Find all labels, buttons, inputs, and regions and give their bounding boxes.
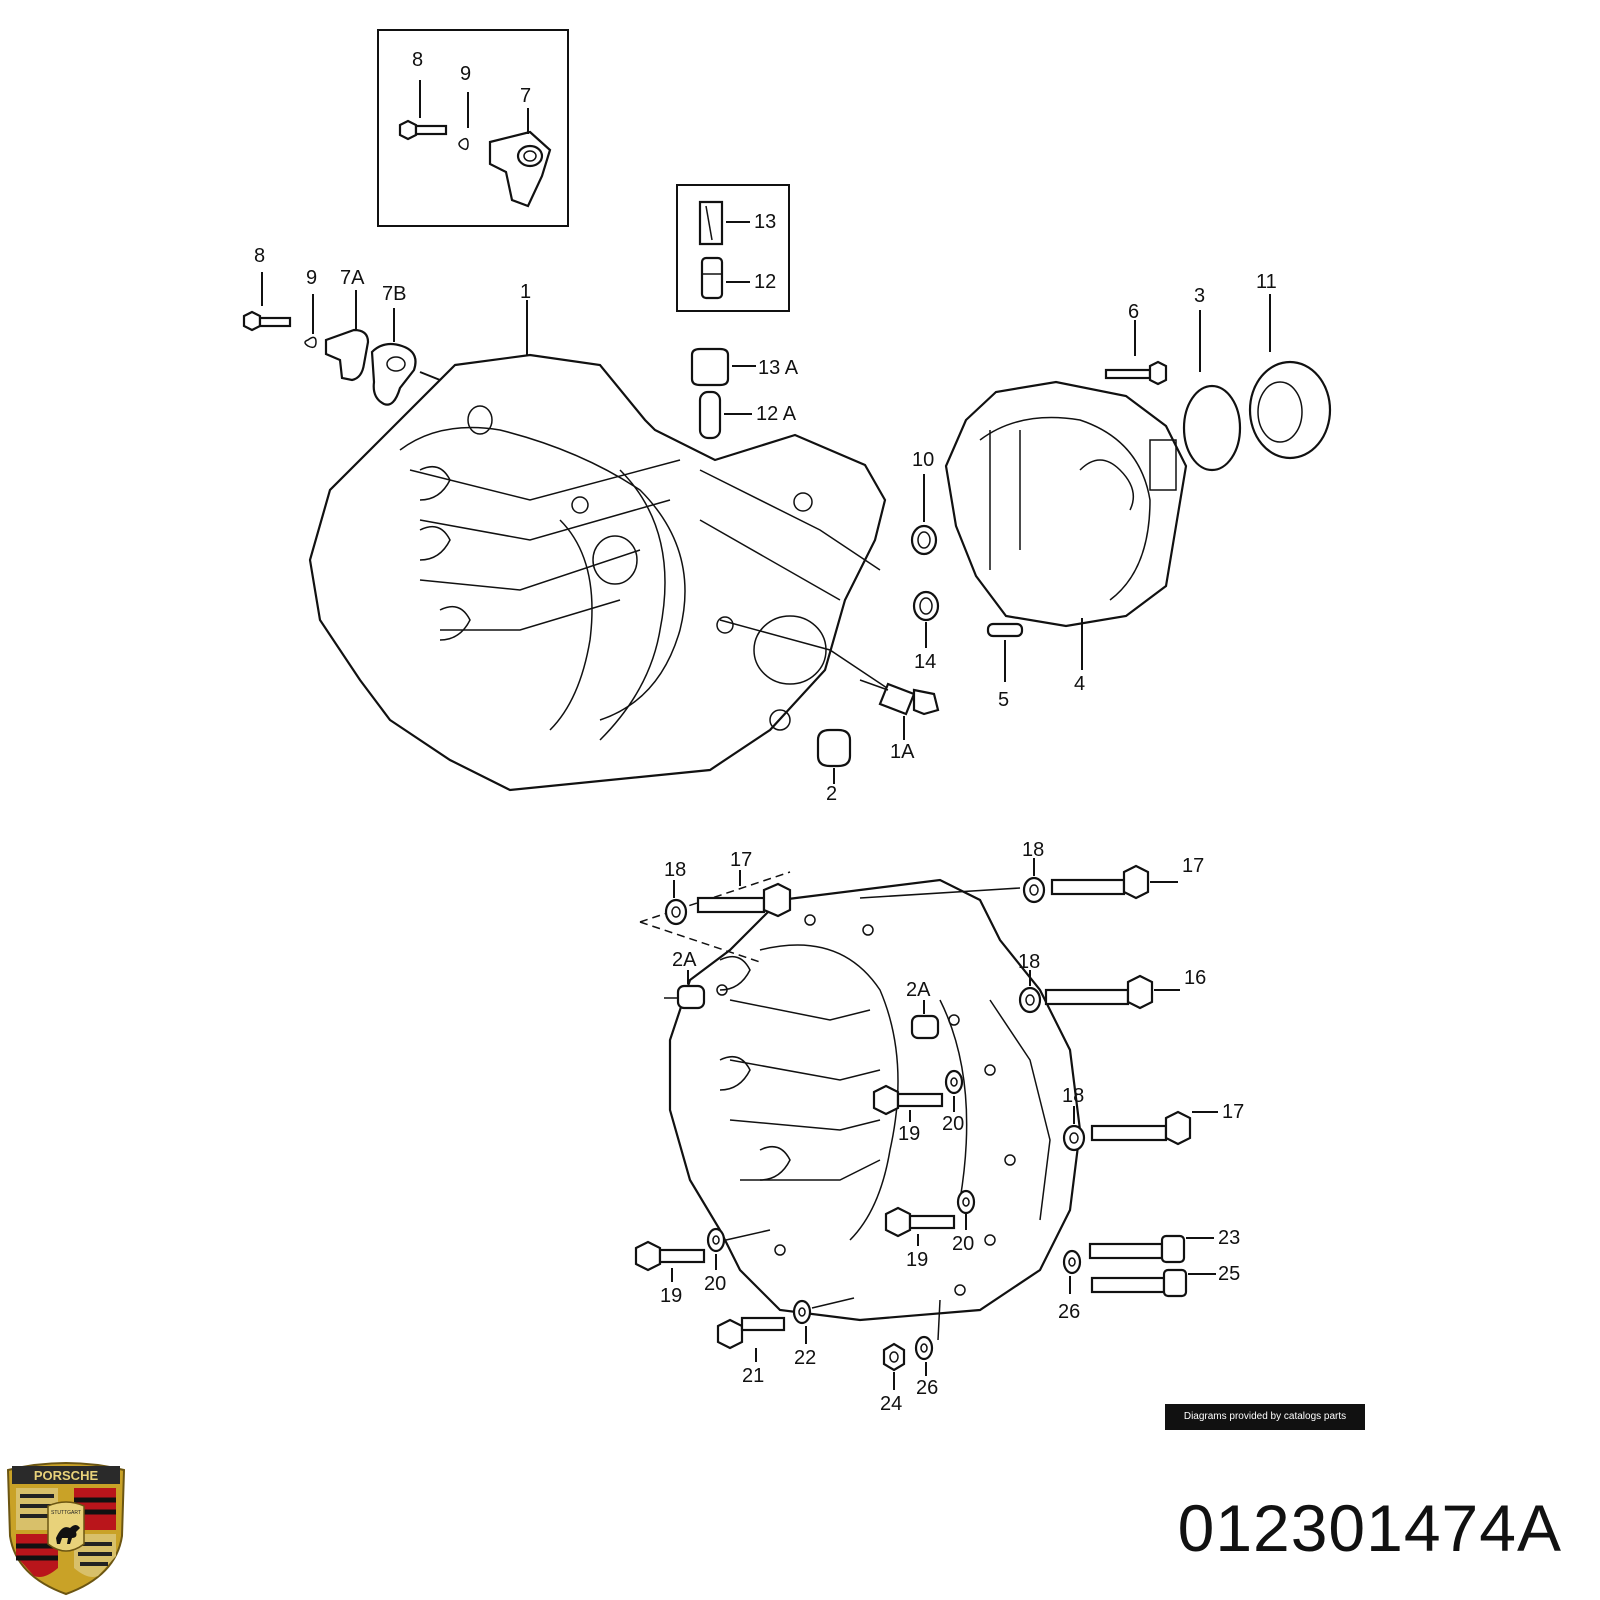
washer-22: [792, 1297, 855, 1344]
o-ring-3: [1182, 310, 1242, 472]
label-17-g: 17: [1222, 1101, 1244, 1123]
seal-14: [912, 590, 940, 648]
label-26-m: 26: [916, 1377, 938, 1399]
label-18-b: 18: [1022, 839, 1044, 861]
label-12A: 12 A: [756, 403, 797, 425]
label-inset-7: 7: [520, 85, 531, 107]
label-inset-9: 9: [460, 63, 471, 85]
bolt-19-j: [634, 1240, 706, 1282]
label-3: 3: [1194, 285, 1205, 307]
dowel-2A-left: [664, 970, 706, 1010]
washer-20-h: [956, 1189, 976, 1230]
label-2A-right: 2A: [906, 979, 931, 1001]
gasket-7A: [324, 290, 370, 382]
label-1A: 1A: [890, 741, 915, 763]
label-24: 24: [880, 1393, 902, 1415]
label-inset-12: 12: [754, 271, 776, 293]
bolt-19-f: [872, 1084, 944, 1122]
label-6: 6: [1128, 301, 1139, 323]
washer-26-m: [914, 1299, 941, 1376]
bolt-6: [1104, 320, 1168, 386]
bolt-17-g: [1090, 1110, 1218, 1146]
label-22: 22: [794, 1347, 816, 1369]
washer-20-f: [944, 1069, 964, 1112]
label-17-b: 17: [1182, 855, 1204, 877]
bearing-11: [1248, 294, 1332, 460]
pin-5: [986, 622, 1024, 682]
label-20-h: 20: [952, 1233, 974, 1255]
bushing-2: [816, 728, 852, 784]
label-23: 23: [1218, 1227, 1240, 1249]
seal-10: [910, 474, 938, 556]
label-8: 8: [254, 245, 265, 267]
dowel-2A-right: [910, 1000, 940, 1040]
washer-18-g: [1062, 1106, 1086, 1152]
logo-brand-text: PORSCHE: [34, 1468, 99, 1483]
label-19-h: 19: [906, 1249, 928, 1271]
bolt-17-b: [1050, 864, 1178, 900]
label-17-a: 17: [730, 849, 752, 871]
label-4: 4: [1074, 673, 1085, 695]
inset-box-sleeve: [676, 184, 790, 312]
label-2: 2: [826, 783, 837, 805]
label-20-f: 20: [942, 1113, 964, 1135]
label-18-e: 18: [1018, 951, 1040, 973]
clip-9-inset: [458, 137, 469, 151]
label-25: 25: [1218, 1263, 1240, 1285]
label-26-i: 26: [1058, 1301, 1080, 1323]
label-14: 14: [914, 651, 936, 673]
clip-9: [304, 336, 317, 349]
label-18-g: 18: [1062, 1085, 1084, 1107]
logo-city-text: STUTTGART: [51, 1510, 81, 1516]
pin-12-inset: [700, 256, 750, 300]
bolt-8: [242, 272, 292, 332]
label-inset-8: 8: [412, 49, 423, 71]
label-inset-13: 13: [754, 211, 776, 233]
washer-20-j: [706, 1227, 771, 1270]
label-7A: 7A: [340, 267, 365, 289]
bolt-25: [1090, 1268, 1216, 1298]
bolt-19-h: [884, 1206, 956, 1246]
label-7B: 7B: [382, 283, 406, 305]
sleeve-13-inset: [698, 200, 750, 246]
label-2A-left: 2A: [672, 949, 697, 971]
axis-line-right: [859, 887, 1021, 899]
part-number: 012301474A: [1177, 1491, 1562, 1565]
label-11: 11: [1256, 271, 1277, 293]
bolt-23: [1088, 1234, 1214, 1264]
sensor-7-inset: [488, 108, 552, 208]
rear-cover-4: [944, 380, 1188, 670]
inset-box-sensor: [377, 29, 569, 227]
label-1: 1: [520, 281, 531, 303]
gasket-7B: [370, 308, 417, 406]
label-19-j: 19: [660, 1285, 682, 1307]
nut-24: [882, 1342, 906, 1390]
transmission-housing-1: [308, 300, 891, 792]
bolt-21: [716, 1316, 786, 1362]
label-10: 10: [912, 449, 934, 471]
label-20-j: 20: [704, 1273, 726, 1295]
label-5: 5: [998, 689, 1009, 711]
diagram-credit: Diagrams provided by catalogs parts: [1165, 1404, 1365, 1430]
label-18-a: 18: [664, 859, 686, 881]
washer-18-b: [1022, 858, 1046, 904]
label-21: 21: [742, 1365, 764, 1387]
porsche-crest-icon: PORSCHE STUTTGART: [6, 1462, 126, 1596]
washer-18-a: [664, 880, 688, 926]
bolt-17-a: [696, 870, 792, 918]
washer-18-e: [1018, 970, 1042, 1014]
washer-26-i: [1062, 1249, 1082, 1294]
bolt-16: [1044, 974, 1180, 1010]
sleeve-12A: [698, 390, 752, 440]
cap-13A: [690, 347, 756, 387]
sensor-1A: [859, 679, 940, 740]
label-9: 9: [306, 267, 317, 289]
bolt-8-inset: [398, 80, 448, 141]
label-16: 16: [1184, 967, 1206, 989]
axis-line-left-2: [639, 921, 761, 963]
label-13A: 13 A: [758, 357, 799, 379]
label-19-f: 19: [898, 1123, 920, 1145]
